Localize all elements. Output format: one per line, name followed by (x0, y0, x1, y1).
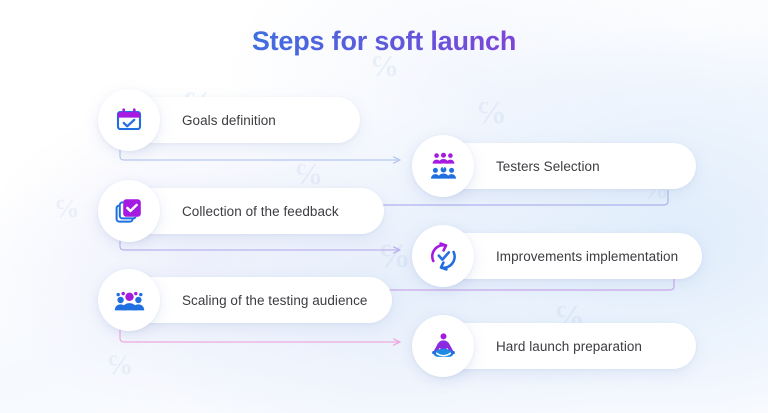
connector-3-to-4 (119, 236, 401, 254)
watermark-glyph: ℅ (56, 194, 78, 223)
step-label-2: Testers Selection (496, 158, 600, 174)
step-card-3[interactable]: Collection of the feedback (120, 188, 384, 234)
group-of-people-icon (428, 151, 459, 182)
step-label-1: Goals definition (182, 112, 276, 128)
step-badge-1 (98, 89, 160, 151)
step-card-2[interactable]: Testers Selection (434, 143, 696, 189)
step-card-4[interactable]: Improvements implementation (434, 233, 702, 279)
meditation-lotus-icon (428, 331, 459, 362)
connector-5-to-6 (119, 326, 401, 346)
step-label-6: Hard launch preparation (496, 338, 642, 354)
step-card-1[interactable]: Goals definition (120, 97, 360, 143)
step-card-5[interactable]: Scaling of the testing audience (120, 277, 392, 323)
watermark-glyph: ℅ (296, 158, 321, 191)
connector-2-to-3 (371, 190, 669, 209)
page-title: Steps for soft launch (0, 26, 768, 57)
step-label-4: Improvements implementation (496, 248, 679, 264)
step-badge-5 (98, 269, 160, 331)
watermark-glyph: ℅ (380, 238, 409, 275)
step-badge-6 (412, 315, 474, 377)
watermark-glyph: ℅ (478, 94, 505, 130)
stacked-cards-check-icon (114, 196, 145, 227)
step-badge-3 (98, 180, 160, 242)
step-label-5: Scaling of the testing audience (182, 292, 368, 308)
connector-1-to-2 (119, 146, 401, 164)
refresh-check-icon (428, 241, 459, 272)
watermark-glyph: ℅ (108, 350, 132, 381)
calendar-check-icon (114, 105, 144, 135)
step-badge-4 (412, 225, 474, 287)
step-badge-2 (412, 135, 474, 197)
audience-growth-icon (114, 285, 145, 316)
step-card-6[interactable]: Hard launch preparation (434, 323, 696, 369)
step-label-3: Collection of the feedback (182, 203, 339, 219)
